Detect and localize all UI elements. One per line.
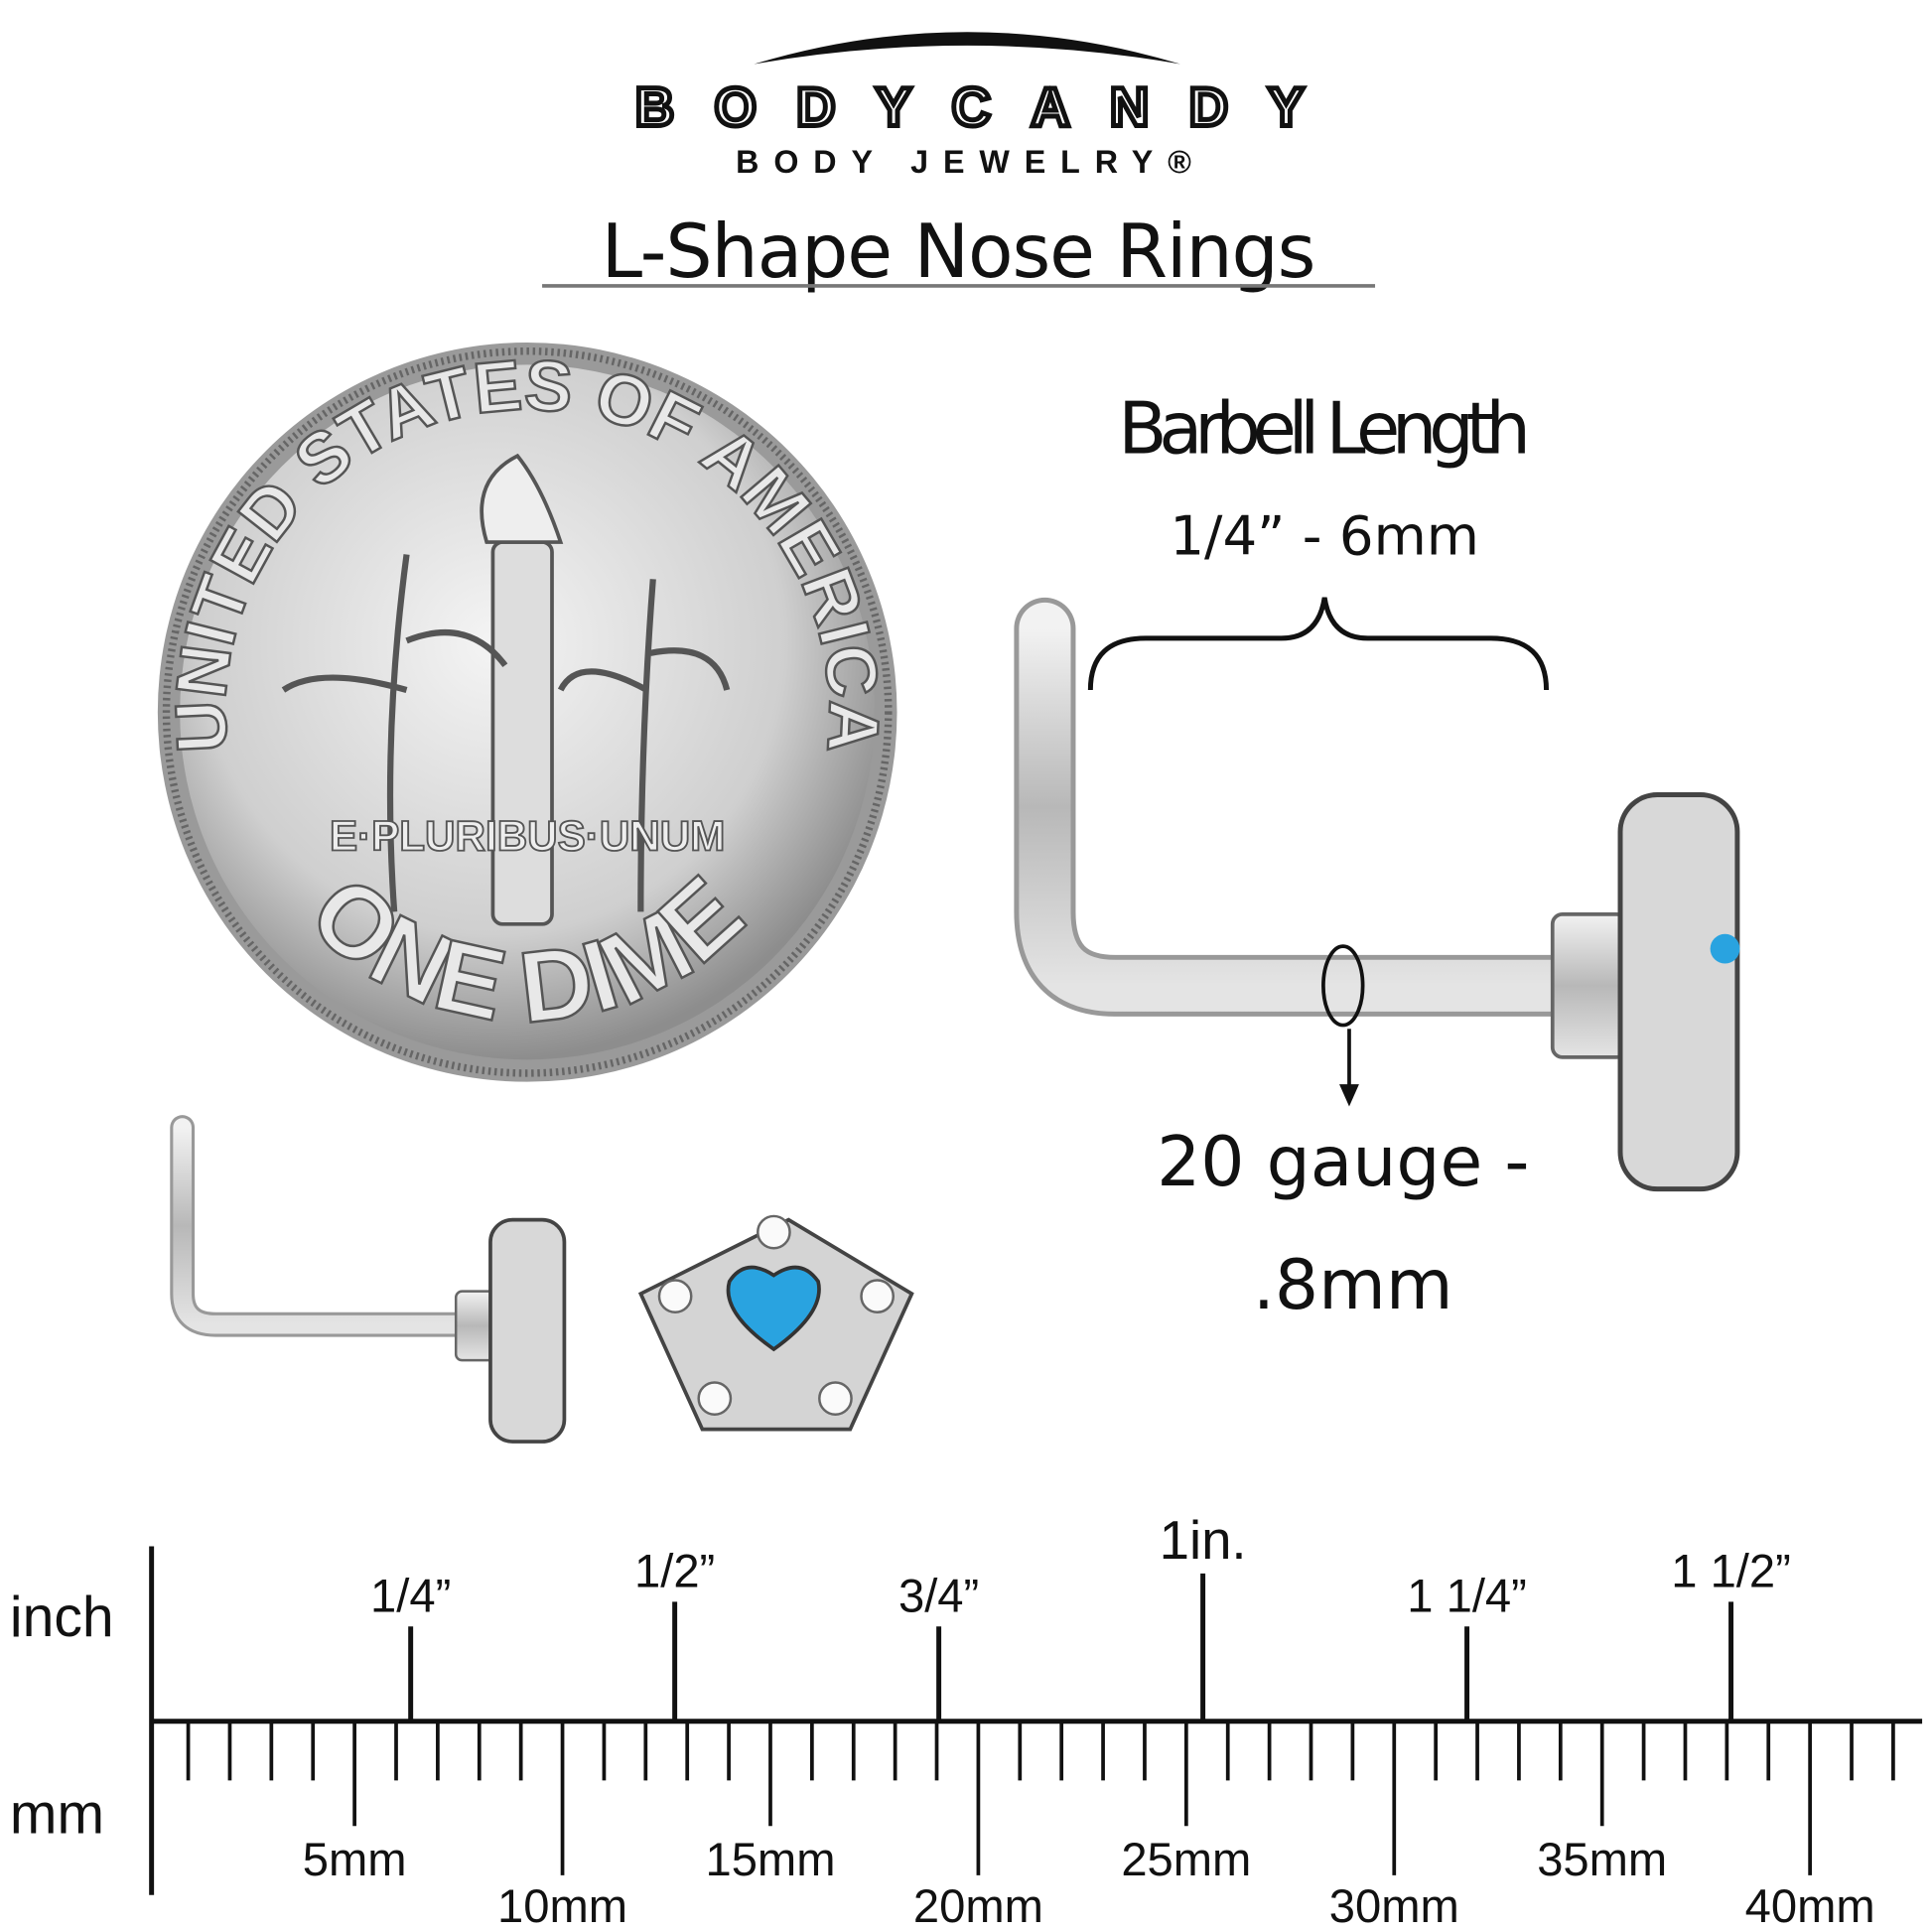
page-title: L-Shape Nose Rings — [602, 208, 1316, 295]
dime-coin: UNITED STATES OF AMERICA ONE DIME E·PLUR… — [157, 343, 897, 1082]
large-nose-ring — [1014, 597, 1740, 1192]
logo-tagline: BODY JEWELRY® — [736, 144, 1206, 180]
inch-label: 1 1/4” — [1407, 1569, 1527, 1621]
gauge-line2: .8mm — [1253, 1245, 1453, 1325]
small-nose-ring — [170, 1115, 567, 1444]
mm-label: 5mm — [303, 1833, 407, 1885]
inch-label: 1/2” — [634, 1545, 715, 1597]
barbell-length-value: 1/4” - 6mm — [1170, 503, 1479, 567]
arrow-down-icon — [1339, 1084, 1359, 1107]
heart-ornament-front-view — [637, 1214, 914, 1432]
brand-logo: BODYCANDY BODY JEWELRY® — [632, 32, 1307, 180]
gauge-line1: 20 gauge - — [1157, 1122, 1529, 1202]
blue-heart-gem — [726, 1265, 821, 1352]
barbell-length-label: Barbell Length — [1118, 387, 1531, 471]
ruler-mm-label: mm — [10, 1783, 104, 1847]
torch-flame — [480, 453, 564, 544]
torch — [490, 540, 554, 926]
logo-arc — [754, 32, 1180, 65]
mm-label: 30mm — [1329, 1879, 1459, 1932]
mm-label: 10mm — [497, 1879, 627, 1932]
mm-label: 15mm — [705, 1833, 835, 1885]
inch-label: 1 1/2” — [1671, 1545, 1791, 1597]
gauge-marker — [1321, 944, 1365, 1028]
dime-motto: E·PLURIBUS·UNUM — [330, 812, 725, 859]
inch-label: 3/4” — [898, 1569, 979, 1621]
mm-label: 20mm — [913, 1879, 1043, 1932]
ruler-inch-label: inch — [10, 1586, 114, 1649]
ornament-side-view — [1617, 792, 1740, 1192]
mm-label: 25mm — [1121, 1833, 1251, 1885]
mm-label: 35mm — [1537, 1833, 1667, 1885]
inch-label: 1/4” — [370, 1569, 451, 1621]
length-brace — [1087, 597, 1550, 691]
oak-branch — [557, 579, 731, 912]
ruler: inch mm 5mm 10mm 15mm 20mm 25mm 30mm 35mm 40mm 1… — [10, 1510, 1923, 1932]
logo-brand: BODYCANDY — [635, 77, 1307, 138]
olive-branch — [281, 554, 508, 912]
inch-label: 1in. — [1160, 1510, 1247, 1571]
mm-label: 40mm — [1745, 1879, 1875, 1932]
